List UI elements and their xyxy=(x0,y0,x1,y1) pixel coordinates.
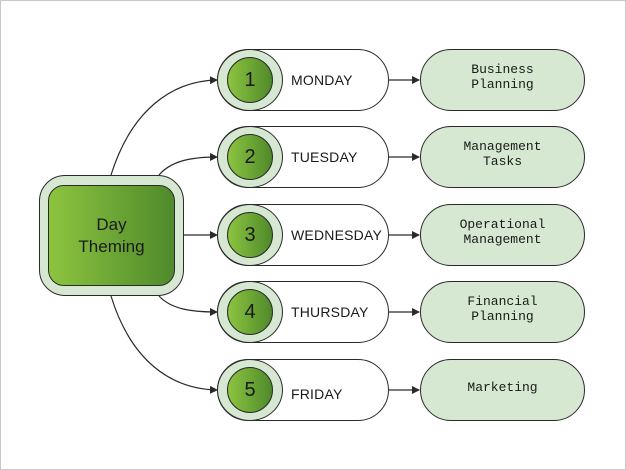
day-label-friday: FRIDAY xyxy=(291,386,343,402)
connector-center-to-tuesday xyxy=(158,153,218,176)
connector-center-to-thursday xyxy=(158,295,218,316)
center-node: Day Theming xyxy=(48,185,175,286)
connector-center-to-friday xyxy=(110,295,218,394)
task-pill-thursday: Financial Planning xyxy=(420,281,585,343)
center-node-line1: Day xyxy=(96,214,127,234)
task-pill-friday: Marketing xyxy=(420,359,585,421)
connector-center-to-monday xyxy=(110,76,218,176)
day-label-wednesday: WEDNESDAY xyxy=(291,227,382,243)
number-badge-3: 3 xyxy=(227,212,273,258)
task-pill-wednesday: Operational Management xyxy=(420,204,585,266)
number-badge-5: 5 xyxy=(227,367,273,413)
number-badge-4: 4 xyxy=(227,289,273,335)
number-badge-1: 1 xyxy=(227,57,273,103)
day-label-monday: MONDAY xyxy=(291,72,353,88)
task-pill-monday: Business Planning xyxy=(420,49,585,111)
task-pill-tuesday: Management Tasks xyxy=(420,126,585,188)
day-label-tuesday: TUESDAY xyxy=(291,149,358,165)
number-badge-2: 2 xyxy=(227,134,273,180)
center-node-line2: Theming xyxy=(78,236,145,256)
day-label-thursday: THURSDAY xyxy=(291,304,369,320)
